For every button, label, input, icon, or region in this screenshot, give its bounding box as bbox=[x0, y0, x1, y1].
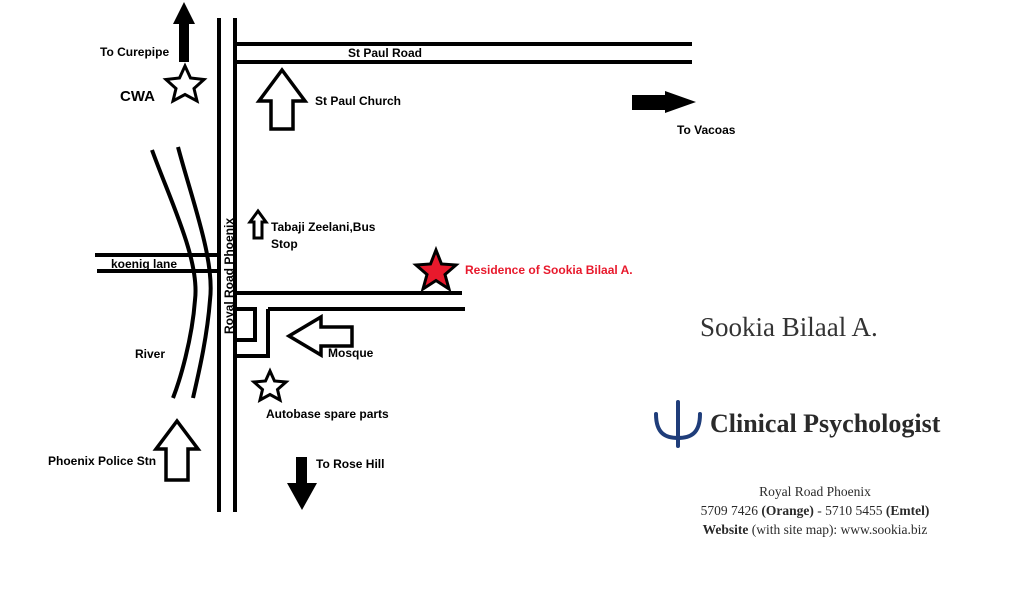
label-tabaji-line1: Tabaji Zeelani,Bus bbox=[271, 220, 376, 234]
residence-road bbox=[235, 291, 465, 358]
star-icon bbox=[250, 367, 290, 403]
phone-separator: - bbox=[813, 503, 826, 518]
residence-star-icon bbox=[412, 245, 460, 293]
star-icon bbox=[162, 62, 208, 104]
card-phones: 5709 7426 (Orange) - 5710 5455 (Emtel) bbox=[670, 501, 960, 520]
phone-emtel: 5710 5455 bbox=[825, 503, 883, 518]
north-arrow-icon bbox=[255, 67, 309, 131]
st-paul-road bbox=[235, 42, 692, 64]
label-river: River bbox=[135, 347, 166, 361]
card-title-row: Clinical Psychologist bbox=[652, 400, 940, 448]
label-st-paul-road: St Paul Road bbox=[348, 46, 423, 60]
label-police-station: Phoenix Police Stn bbox=[48, 454, 157, 468]
label-royal-road: Royal Road Phoenix bbox=[222, 217, 236, 334]
card-website: Website (with site map): www.sookia.biz bbox=[670, 520, 960, 539]
label-tabaji-line2: Stop bbox=[271, 237, 298, 251]
north-arrow-icon bbox=[152, 418, 202, 482]
label-to-rose-hill: To Rose Hill bbox=[316, 457, 385, 471]
label-to-vacoas: To Vacoas bbox=[677, 123, 736, 137]
north-arrow-icon bbox=[173, 2, 195, 62]
phone-emtel-label: (Emtel) bbox=[885, 503, 930, 518]
card-title: Clinical Psychologist bbox=[710, 409, 941, 438]
card-name: Sookia Bilaal A. bbox=[700, 312, 878, 342]
phone-orange-label: (Orange) bbox=[761, 503, 814, 518]
west-arrow-icon bbox=[285, 313, 354, 359]
east-arrow-icon bbox=[632, 91, 696, 113]
label-st-paul-church: St Paul Church bbox=[315, 94, 402, 108]
royal-road bbox=[217, 18, 237, 512]
psi-icon bbox=[654, 400, 702, 448]
label-mosque: Mosque bbox=[328, 346, 374, 360]
south-arrow-icon bbox=[287, 457, 317, 510]
website-text[interactable]: (with site map): www.sookia.biz bbox=[751, 522, 928, 537]
label-koenig-lane: koenig lane bbox=[111, 257, 178, 271]
label-to-curepipe: To Curepipe bbox=[100, 45, 170, 59]
card-address: Royal Road Phoenix bbox=[759, 484, 871, 499]
phone-orange: 5709 7426 bbox=[700, 503, 759, 518]
north-arrow-icon bbox=[247, 208, 269, 240]
koenig-lane bbox=[95, 253, 219, 273]
river bbox=[150, 146, 213, 399]
label-cwa: CWA bbox=[120, 88, 155, 105]
label-residence: Residence of Sookia Bilaal A. bbox=[465, 263, 633, 277]
website-label: Website bbox=[702, 522, 749, 537]
label-autobase: Autobase spare parts bbox=[266, 407, 389, 421]
